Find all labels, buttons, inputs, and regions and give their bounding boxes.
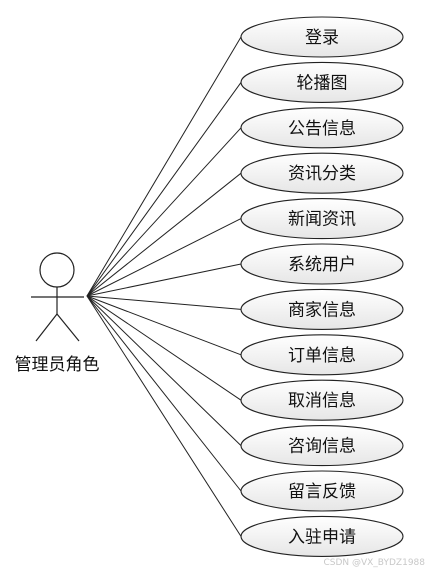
use-case-label: 订单信息 bbox=[288, 346, 356, 366]
use-case-ellipse bbox=[240, 16, 404, 58]
association-line bbox=[86, 36, 242, 297]
use-cases: 登录轮播图公告信息资讯分类新闻资讯系统用户商家信息订单信息取消信息咨询信息留言反… bbox=[240, 16, 404, 557]
use-case: 留言反馈 bbox=[240, 470, 404, 512]
use-case-label: 入驻申请 bbox=[288, 527, 356, 547]
use-case-ellipse bbox=[240, 334, 404, 376]
use-case-ellipse bbox=[240, 379, 404, 421]
use-case-ellipse bbox=[240, 243, 404, 285]
actor: 管理员角色 bbox=[15, 252, 100, 375]
use-case-label: 系统用户 bbox=[288, 255, 356, 275]
use-case-ellipse bbox=[240, 198, 404, 240]
use-case: 轮播图 bbox=[240, 61, 404, 103]
use-case-ellipse bbox=[240, 152, 404, 194]
use-case: 新闻资讯 bbox=[240, 198, 404, 240]
use-case-ellipse bbox=[240, 425, 404, 467]
use-case-label: 留言反馈 bbox=[288, 482, 356, 502]
use-case-ellipse bbox=[240, 288, 404, 330]
use-case: 商家信息 bbox=[240, 288, 404, 330]
use-case: 取消信息 bbox=[240, 379, 404, 421]
use-case-ellipse bbox=[240, 515, 404, 557]
association-line bbox=[86, 263, 242, 297]
use-case-ellipse bbox=[240, 61, 404, 103]
use-case-label: 登录 bbox=[305, 28, 339, 48]
use-case-label: 新闻资讯 bbox=[288, 210, 356, 230]
use-case-label: 商家信息 bbox=[288, 300, 356, 320]
actor-left-leg bbox=[35, 313, 58, 342]
association-line bbox=[86, 295, 242, 537]
association-line bbox=[86, 295, 242, 356]
association-line bbox=[86, 82, 242, 297]
use-case-ellipse bbox=[240, 470, 404, 512]
association-line bbox=[86, 127, 242, 297]
association-line bbox=[86, 172, 242, 297]
use-case: 登录 bbox=[240, 16, 404, 58]
use-case: 资讯分类 bbox=[240, 152, 404, 194]
use-case: 入驻申请 bbox=[240, 515, 404, 557]
use-case: 咨询信息 bbox=[240, 425, 404, 467]
use-case-label: 资讯分类 bbox=[288, 164, 356, 184]
use-case: 公告信息 bbox=[240, 107, 404, 149]
actor-right-leg bbox=[56, 313, 80, 342]
use-case-label: 公告信息 bbox=[288, 119, 356, 139]
association-line bbox=[86, 295, 242, 446]
association-line bbox=[86, 295, 242, 401]
use-case-label: 取消信息 bbox=[288, 391, 356, 411]
watermark: CSDN @VX_BYDZ1988 bbox=[323, 558, 425, 568]
association-line bbox=[86, 295, 242, 492]
use-case-label: 轮播图 bbox=[297, 73, 348, 93]
association-line bbox=[86, 218, 242, 297]
actor-head bbox=[39, 252, 75, 288]
actor-label: 管理员角色 bbox=[15, 355, 100, 375]
association-line bbox=[86, 295, 242, 310]
use-case: 系统用户 bbox=[240, 243, 404, 285]
association-lines bbox=[86, 36, 242, 537]
use-case-ellipse bbox=[240, 107, 404, 149]
use-case: 订单信息 bbox=[240, 334, 404, 376]
use-case-label: 咨询信息 bbox=[288, 437, 356, 457]
